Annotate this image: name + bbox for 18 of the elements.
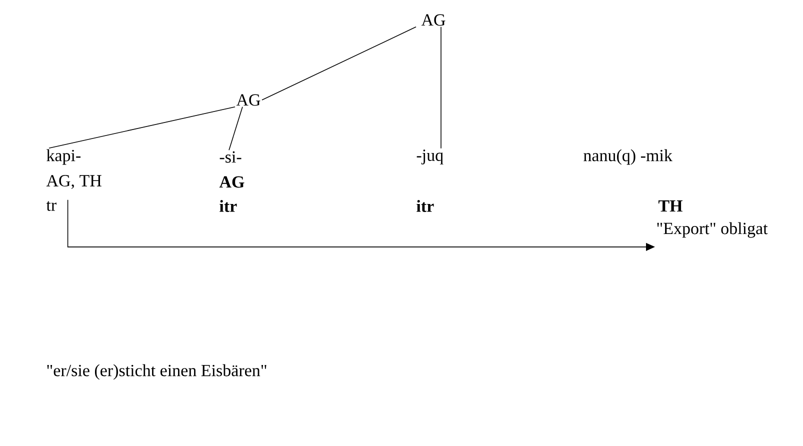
word-label: tr [46, 201, 56, 211]
word-label: -juq [416, 150, 444, 164]
connector-line [48, 106, 236, 148]
word-label: "Export" obligat [657, 222, 768, 238]
word-label: kapi- [46, 149, 81, 165]
caption: "er/sie (er)sticht einen Eisbären" [47, 364, 266, 380]
word-label: -si- [220, 151, 242, 163]
connector-line [440, 26, 442, 149]
connector-line [262, 26, 416, 100]
gloss-label: TH [658, 200, 682, 212]
connector-line [228, 106, 243, 150]
gloss-label: AG, TH [46, 175, 102, 189]
word-label: AG [236, 94, 260, 106]
gloss-label: AG [219, 176, 244, 188]
word-label: AG [421, 14, 446, 26]
word-label: nanu(q) -mik [584, 149, 672, 165]
gloss-label: itr [416, 200, 434, 212]
gloss-label: itr [220, 200, 237, 212]
